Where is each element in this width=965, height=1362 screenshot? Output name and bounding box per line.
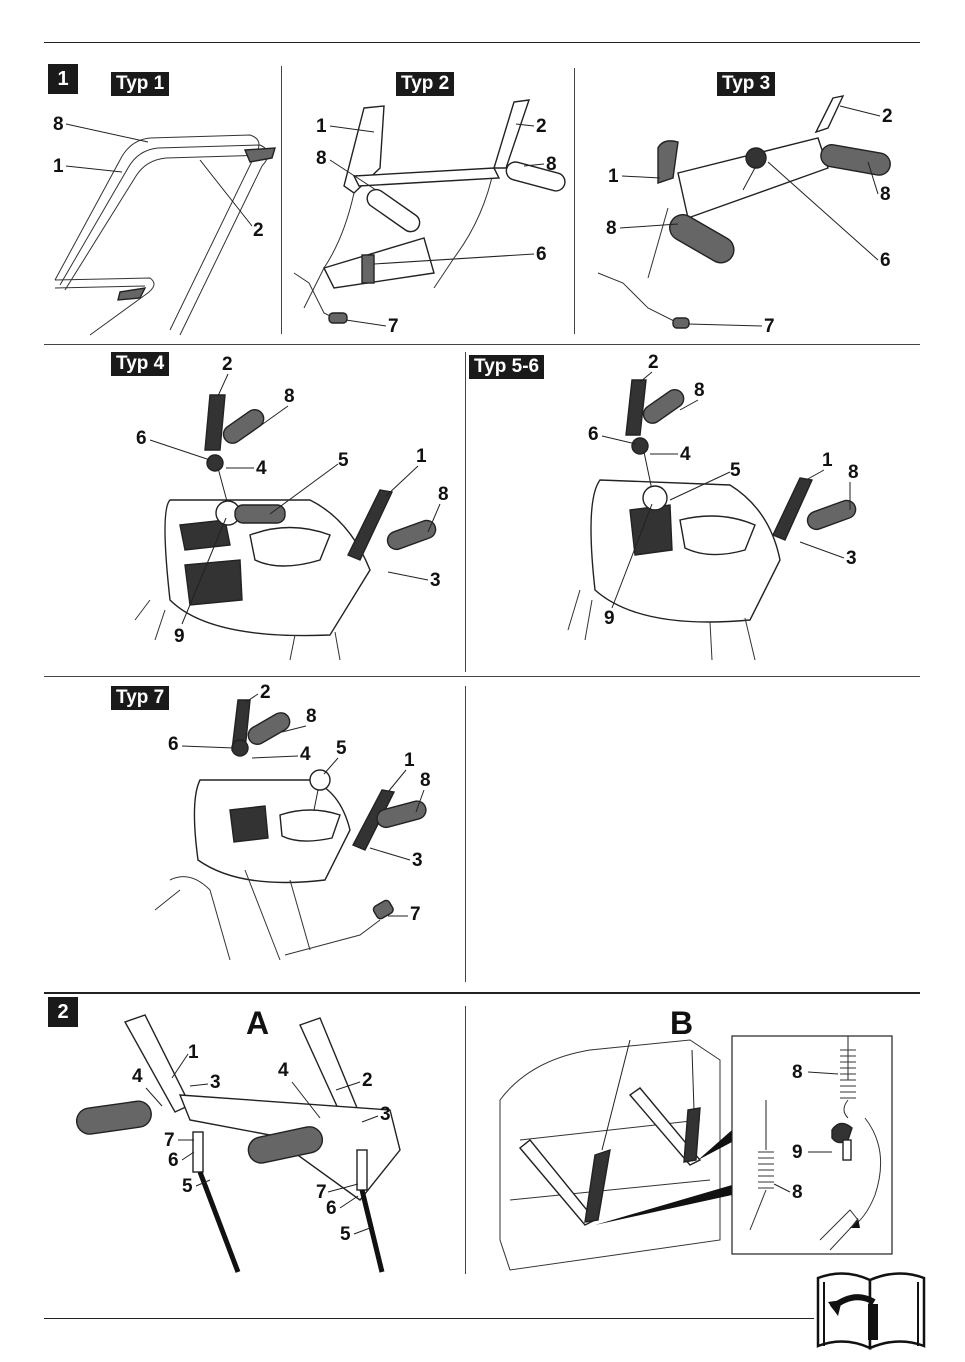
callout-3: 3 [210, 1072, 221, 1093]
callout-5: 5 [340, 1224, 351, 1245]
callout-7: 7 [388, 316, 399, 337]
callout-6: 6 [536, 244, 547, 265]
divider [44, 676, 920, 677]
divider [44, 344, 920, 345]
callout-9: 9 [604, 608, 615, 629]
callout-2: 2 [362, 1070, 373, 1091]
callout-8: 8 [316, 148, 327, 169]
callout-8: 8 [546, 154, 557, 175]
snowblower-drawing [135, 395, 438, 660]
callout-7: 7 [764, 316, 775, 337]
callout-8: 8 [792, 1182, 803, 1203]
divider [465, 352, 466, 672]
callout-5: 5 [338, 450, 349, 471]
callout-8: 8 [306, 706, 317, 727]
callout-4: 4 [300, 744, 311, 765]
callout-5: 5 [182, 1176, 193, 1197]
typ-2-label: Typ 2 [396, 72, 454, 96]
callout-5: 5 [336, 738, 347, 759]
typ-1-label: Typ 1 [111, 72, 169, 96]
callout-6: 6 [136, 428, 147, 449]
handlebar-drawing [598, 96, 892, 328]
panel-a-label: A [246, 1005, 269, 1041]
callout-6: 6 [168, 1150, 179, 1171]
callout-2: 2 [882, 106, 893, 127]
callout-6: 6 [326, 1198, 337, 1219]
typ-5-6-illustration: 2 8 6 4 5 1 8 3 9 [560, 350, 880, 670]
callout-1: 1 [316, 116, 327, 137]
callout-4: 4 [132, 1066, 143, 1087]
callout-5: 5 [730, 460, 741, 481]
divider [281, 66, 282, 334]
handlebar-drawing [294, 100, 567, 323]
callout-4: 4 [256, 458, 267, 479]
callout-7: 7 [316, 1182, 327, 1203]
callout-7: 7 [410, 904, 421, 925]
typ-2-illustration: 1 2 8 8 6 7 [284, 98, 574, 338]
callout-6: 6 [588, 424, 599, 445]
callout-2: 2 [648, 352, 659, 373]
callout-6: 6 [168, 734, 179, 755]
handlebar-drawing [55, 135, 275, 335]
callout-4: 4 [680, 444, 691, 465]
callout-4: 4 [278, 1060, 289, 1081]
callout-3: 3 [846, 548, 857, 569]
callout-8: 8 [880, 184, 891, 205]
typ-4-illustration: 2 8 6 4 5 1 8 3 9 [130, 350, 460, 670]
turn-page-book-icon [814, 1268, 930, 1352]
callout-2: 2 [260, 682, 271, 703]
callout-9: 9 [174, 626, 185, 647]
top-rule [44, 42, 920, 43]
callout-8: 8 [53, 114, 64, 135]
detail-inset [732, 1036, 892, 1254]
callout-2: 2 [253, 220, 264, 241]
callout-2: 2 [536, 116, 547, 137]
callout-3: 3 [430, 570, 441, 591]
typ-7-illustration: 2 8 6 4 5 1 8 3 7 [150, 680, 450, 980]
section-2-rule [44, 992, 920, 994]
callout-8: 8 [606, 218, 617, 239]
section-2-panel-b: B 8 9 8 [470, 1000, 910, 1290]
section-1-label: 1 [48, 64, 78, 94]
callout-1: 1 [188, 1042, 199, 1063]
callout-3: 3 [380, 1104, 391, 1125]
divider [465, 686, 466, 982]
typ-3-label: Typ 3 [717, 72, 775, 96]
callout-1: 1 [404, 750, 415, 771]
section-2-panel-a: A 1 4 3 7 6 5 4 2 3 7 6 5 [70, 1000, 460, 1290]
callout-1: 1 [416, 446, 427, 467]
callout-8: 8 [284, 386, 295, 407]
callout-8: 8 [438, 484, 449, 505]
callout-2: 2 [222, 354, 233, 375]
callout-8: 8 [848, 462, 859, 483]
typ-5-6-label: Typ 5-6 [469, 355, 544, 379]
callout-1: 1 [53, 156, 64, 177]
bottom-rule [44, 1318, 814, 1319]
handle-drawing [75, 1015, 400, 1272]
divider [574, 68, 575, 334]
callout-8: 8 [792, 1062, 803, 1083]
callout-6: 6 [880, 250, 891, 271]
panel-b-label: B [670, 1005, 693, 1041]
snowblower-drawing [155, 700, 428, 960]
callout-7: 7 [164, 1130, 175, 1151]
callout-8: 8 [694, 380, 705, 401]
typ-1-illustration: 8 1 2 [50, 100, 280, 340]
linkage-drawing [500, 1040, 732, 1270]
divider [465, 1006, 466, 1274]
callout-1: 1 [822, 450, 833, 471]
callout-3: 3 [412, 850, 423, 871]
callout-8: 8 [420, 770, 431, 791]
callout-1: 1 [608, 166, 619, 187]
typ-3-illustration: 2 1 8 8 6 7 [578, 98, 918, 338]
callout-9: 9 [792, 1142, 803, 1163]
